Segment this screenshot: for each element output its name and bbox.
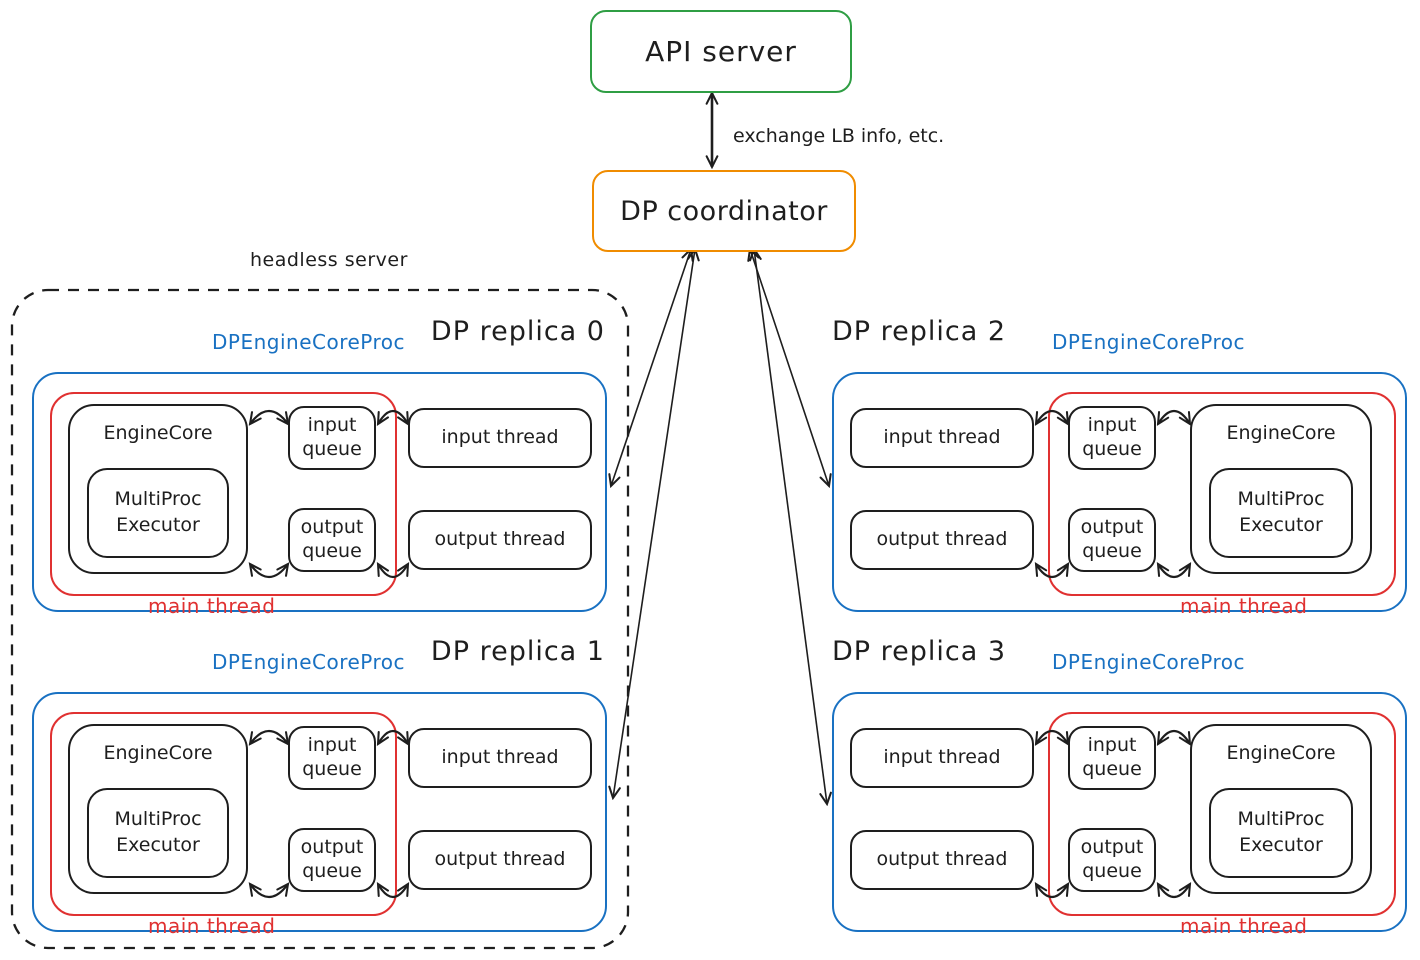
dp-coordinator-box: DP coordinator	[592, 170, 856, 252]
input-queue-box: input queue	[1068, 726, 1156, 790]
engine-core-box: EngineCore MultiProc Executor	[1190, 724, 1372, 894]
output-thread-box: output thread	[850, 510, 1034, 570]
main-thread-label: main thread	[1180, 594, 1308, 618]
dp-replica-3: DP replica 3 DPEngineCoreProc EngineCore…	[832, 636, 1407, 938]
headless-server-label: headless server	[250, 249, 408, 271]
arrow-coordinator-replica2	[750, 249, 829, 486]
input-queue-box: input queue	[1068, 406, 1156, 470]
output-queue-box: output queue	[1068, 508, 1156, 572]
dpenginecoreproc-label: DPEngineCoreProc	[1052, 650, 1246, 674]
replica-title: DP replica 2	[832, 316, 1007, 347]
main-thread-label: main thread	[1180, 914, 1308, 938]
engine-core-label: EngineCore	[103, 422, 213, 444]
input-queue-box: input queue	[288, 726, 376, 790]
main-thread-box	[1048, 712, 1396, 916]
multiproc-executor-box: MultiProc Executor	[1209, 788, 1353, 878]
engine-core-label: EngineCore	[103, 742, 213, 764]
replica-title: DP replica 3	[832, 636, 1007, 667]
dp-replica-1: DP replica 1 DPEngineCoreProc EngineCore…	[32, 636, 607, 938]
engine-core-box: EngineCore MultiProc Executor	[68, 404, 248, 574]
input-thread-box: input thread	[850, 408, 1034, 468]
input-thread-box: input thread	[850, 728, 1034, 788]
dpenginecoreproc-label: DPEngineCoreProc	[212, 650, 406, 674]
main-thread-box	[1048, 392, 1396, 596]
output-queue-box: output queue	[288, 828, 376, 892]
engine-core-box: EngineCore MultiProc Executor	[68, 724, 248, 894]
output-thread-box: output thread	[408, 510, 592, 570]
dpenginecoreproc-label: DPEngineCoreProc	[212, 330, 406, 354]
replica-title: DP replica 0	[430, 316, 605, 347]
output-thread-box: output thread	[850, 830, 1034, 890]
dpenginecoreproc-label: DPEngineCoreProc	[1052, 330, 1246, 354]
exchange-info-label: exchange LB info, etc.	[733, 125, 945, 147]
engine-core-label: EngineCore	[1226, 422, 1336, 444]
arrow-coordinator-replica0	[611, 249, 691, 486]
replica-title: DP replica 1	[430, 636, 605, 667]
arrow-coordinator-replica1	[613, 249, 695, 798]
api-server-box: API server	[590, 10, 852, 93]
arrow-coordinator-replica3	[754, 249, 827, 804]
api-server-label: API server	[645, 35, 797, 68]
multiproc-executor-box: MultiProc Executor	[87, 468, 229, 558]
engine-core-label: EngineCore	[1226, 742, 1336, 764]
engine-core-box: EngineCore MultiProc Executor	[1190, 404, 1372, 574]
multiproc-executor-box: MultiProc Executor	[87, 788, 229, 878]
output-queue-box: output queue	[1068, 828, 1156, 892]
input-queue-box: input queue	[288, 406, 376, 470]
dp-coordinator-label: DP coordinator	[620, 195, 828, 227]
input-thread-box: input thread	[408, 728, 592, 788]
main-thread-label: main thread	[148, 914, 276, 938]
dp-replica-2: DP replica 2 DPEngineCoreProc EngineCore…	[832, 316, 1407, 618]
input-thread-box: input thread	[408, 408, 592, 468]
output-thread-box: output thread	[408, 830, 592, 890]
main-thread-label: main thread	[148, 594, 276, 618]
multiproc-executor-box: MultiProc Executor	[1209, 468, 1353, 558]
output-queue-box: output queue	[288, 508, 376, 572]
dp-replica-0: DP replica 0 DPEngineCoreProc EngineCore…	[32, 316, 607, 618]
